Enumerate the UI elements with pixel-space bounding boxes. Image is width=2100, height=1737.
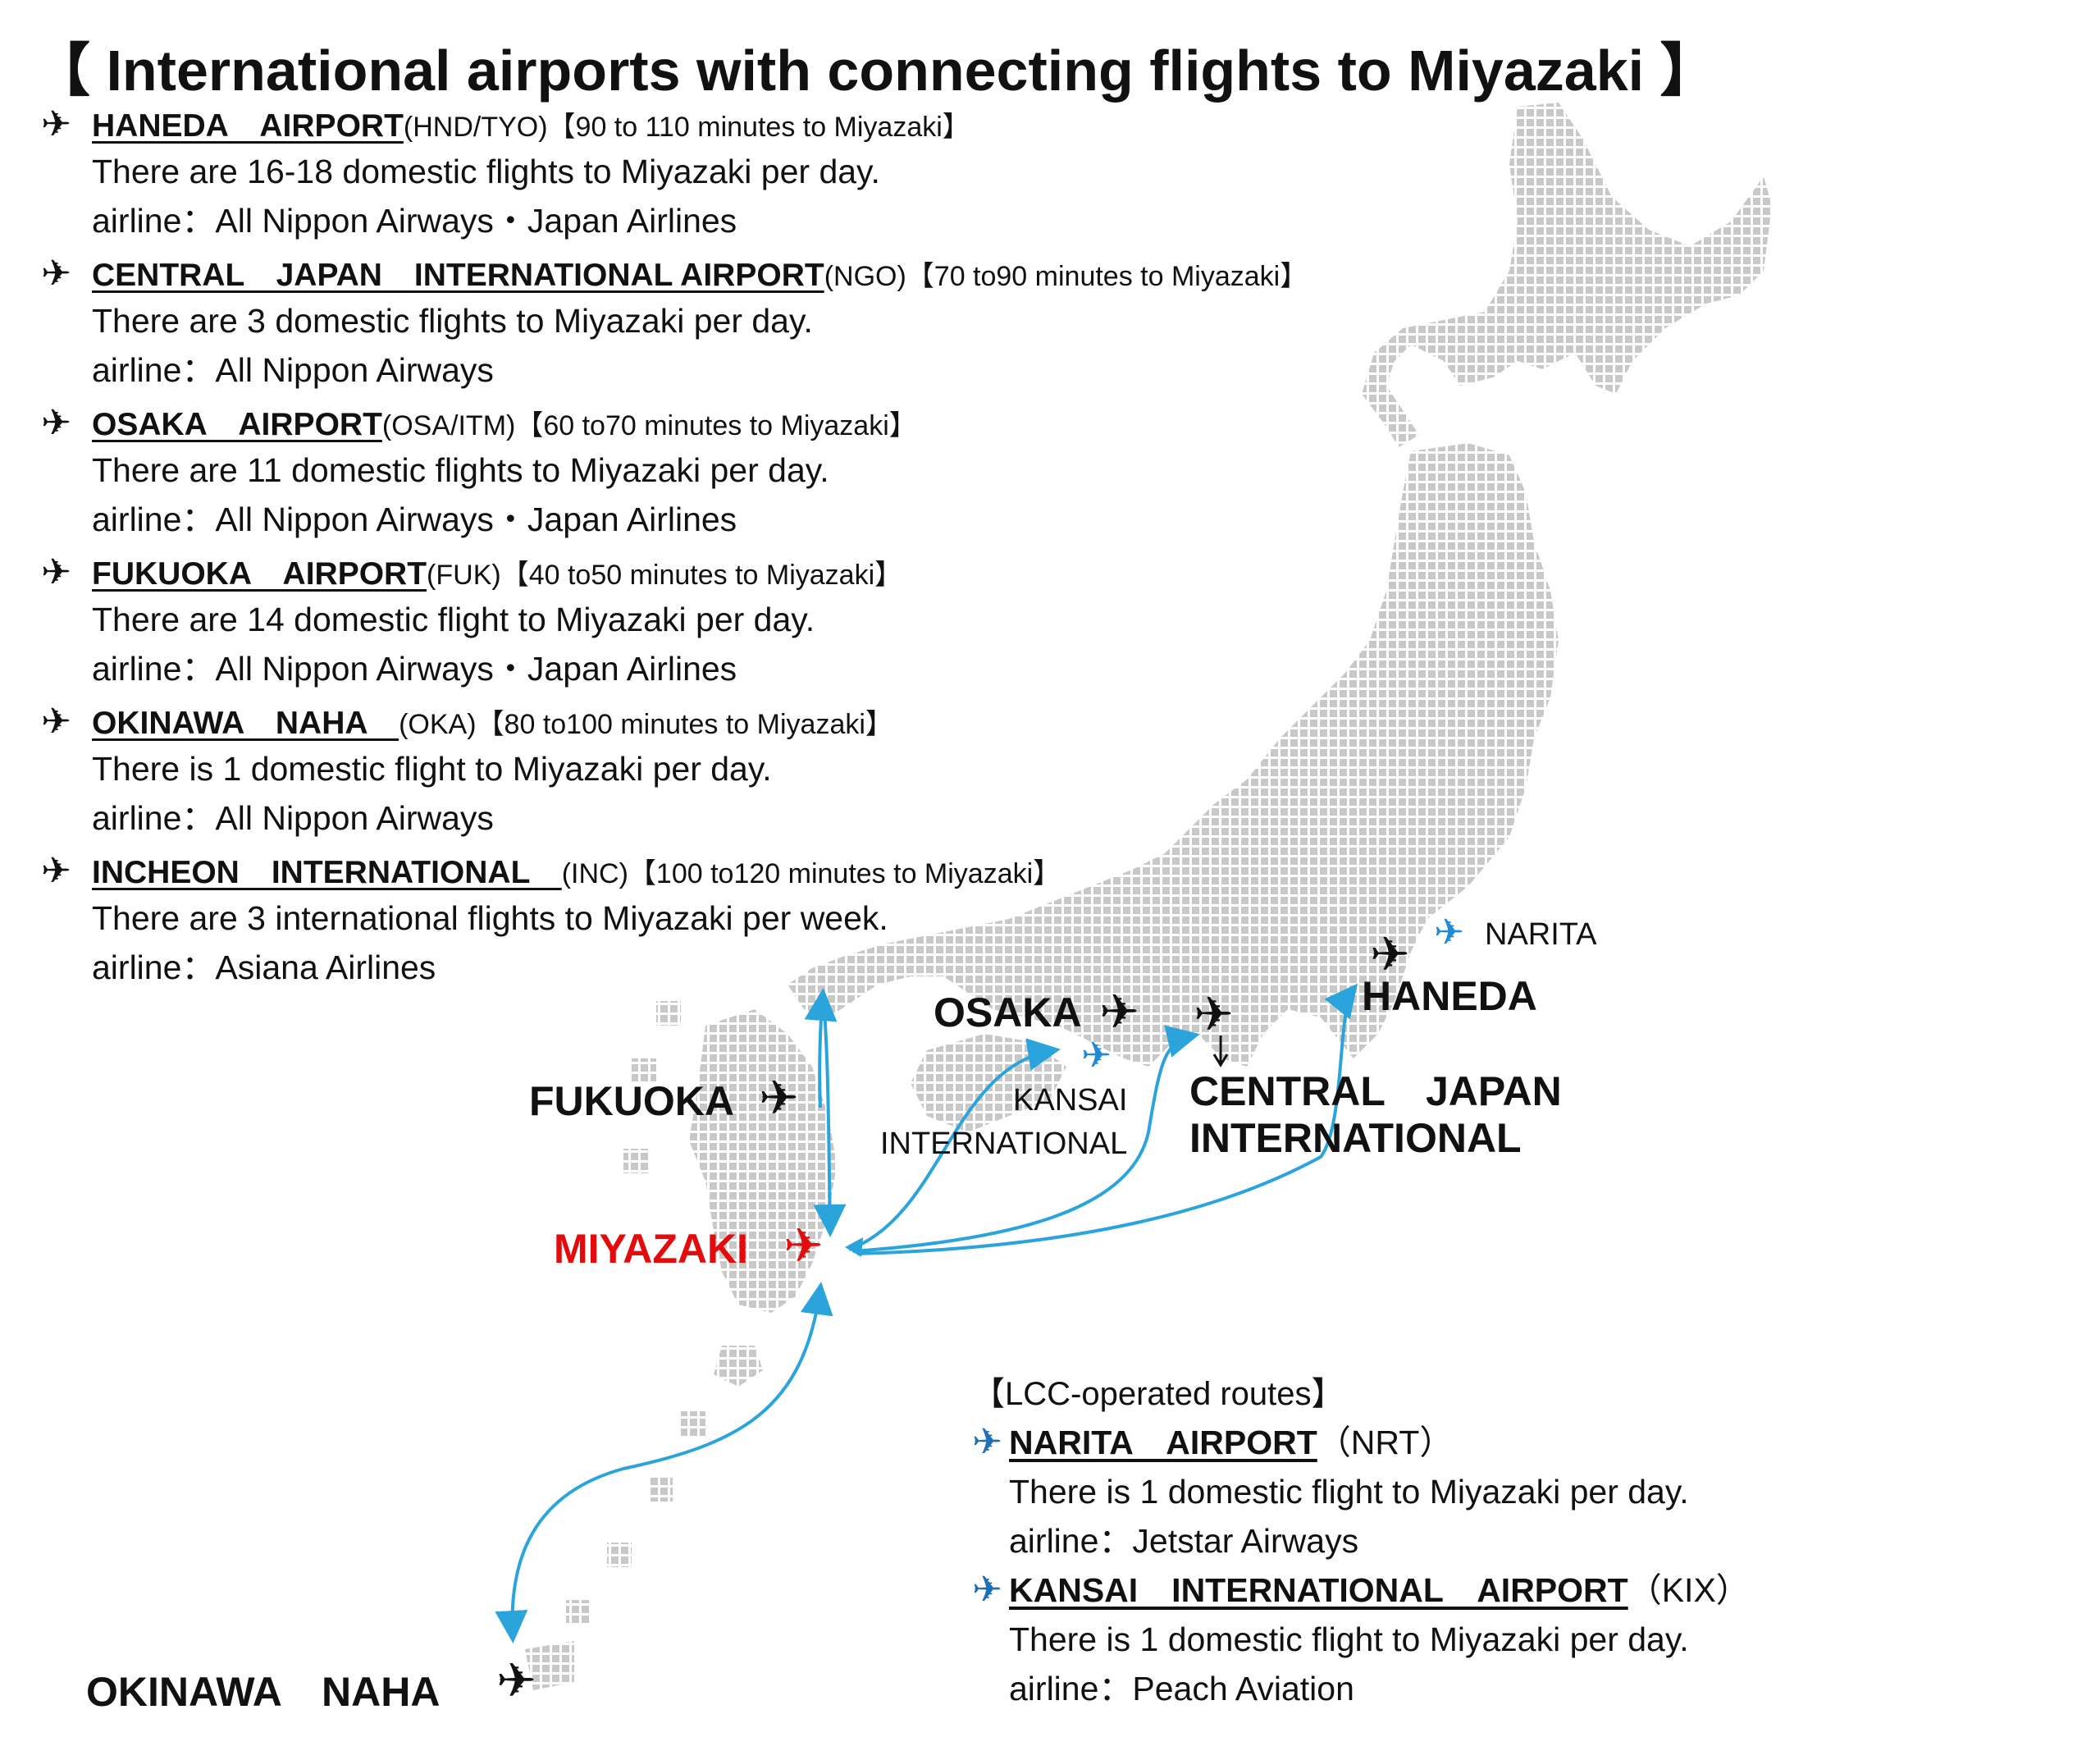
airport-code: (NGO)	[824, 261, 906, 292]
airline-info: airline：All Nippon Airways	[92, 351, 494, 389]
honshu-landmass	[788, 443, 1559, 1067]
flight-count: There are 3 domestic flights to Miyazaki…	[92, 302, 813, 340]
airport-entry-okinawa: ✈ OKINAWA NAHA (OKA)【80 to100 minutes to …	[41, 702, 1436, 843]
airplane-icon: ✈	[41, 254, 71, 294]
airport-name: NARITA AIRPORT	[1009, 1424, 1317, 1461]
flight-count: There are 3 international flights to Miy…	[92, 899, 888, 937]
fukuoka-plane-icon: ✈	[759, 1072, 799, 1125]
narita-plane-icon: ✈	[1434, 912, 1464, 953]
map-label-miyazaki: MIYAZAKI	[554, 1226, 749, 1272]
airport-name: HANEDA AIRPORT	[92, 108, 404, 144]
flight-count: There are 11 domestic flights to Miyazak…	[92, 451, 829, 489]
airport-name: OSAKA AIRPORT	[92, 407, 382, 442]
map-label-fukuoka: FUKUOKA	[529, 1078, 734, 1124]
flight-duration: 【60 to70 minutes to Miyazaki】	[515, 410, 917, 441]
route-miyazaki-kansai	[848, 1038, 1061, 1251]
map-label-central-japan-international: INTERNATIONAL	[1189, 1115, 1522, 1161]
okinawa-plane-icon: ✈	[496, 1654, 536, 1707]
route-miyazaki-central	[852, 1025, 1200, 1253]
airplane-icon: ✈	[41, 403, 71, 443]
arrow-into-miyazaki	[845, 1237, 863, 1257]
airline-info: airline：All Nippon Airways・Japan Airline…	[92, 202, 737, 240]
central-japan-down-arrow	[1212, 1035, 1229, 1067]
airport-code: (FUK)	[427, 560, 501, 591]
route-miyazaki-okinawa	[495, 1282, 833, 1643]
flight-count: There is 1 domestic flight to Miyazaki p…	[1009, 1473, 1689, 1511]
page-title: 【 International airports with connecting…	[33, 39, 1718, 103]
airplane-icon: ✈	[41, 851, 71, 891]
lcc-entry-kansai: ✈KANSAI INTERNATIONAL AIRPORT（KIX） There…	[972, 1566, 2038, 1713]
hokkaido-landmass	[1362, 103, 1772, 447]
airline-info: airline：All Nippon Airways	[92, 799, 494, 837]
flight-count: There are 14 domestic flight to Miyazaki…	[92, 601, 815, 638]
miyazaki-plane-icon: ✈	[783, 1219, 824, 1273]
flight-count: There is 1 domestic flight to Miyazaki p…	[92, 750, 772, 788]
airplane-icon: ✈	[41, 702, 71, 742]
map-label-kansai: KANSAI	[1013, 1083, 1128, 1118]
airplane-icon: ✈	[41, 104, 71, 144]
flight-duration: 【100 to120 minutes to Miyazaki】	[628, 858, 1061, 889]
osaka-plane-icon: ✈	[1099, 985, 1139, 1039]
airport-code: (HND/TYO)	[403, 112, 548, 143]
airline-info: airline：Peach Aviation	[1009, 1670, 1354, 1707]
map-label-narita: NARITA	[1485, 917, 1597, 952]
map-label-okinawa: OKINAWA NAHA	[86, 1669, 441, 1715]
lcc-routes-section: 【LCC-operated routes】 ✈NARITA AIRPORT（NR…	[972, 1370, 2038, 1713]
airline-info: airline：All Nippon Airways・Japan Airline…	[92, 501, 737, 538]
western-islands	[623, 1001, 681, 1173]
lcc-title: 【LCC-operated routes】	[972, 1376, 1344, 1412]
airplane-icon: ✈	[972, 1570, 1002, 1610]
flight-count: There are 16-18 domestic flights to Miya…	[92, 153, 880, 190]
haneda-plane-icon: ✈	[1370, 928, 1410, 981]
flight-count: There is 1 domestic flight to Miyazaki p…	[1009, 1620, 1689, 1658]
airplane-icon: ✈	[41, 552, 71, 592]
airport-entry-osaka: ✈ OSAKA AIRPORT(OSA/ITM)【60 to70 minutes …	[41, 404, 1436, 544]
airport-code: (INC)	[561, 858, 628, 889]
flight-duration: 【70 to90 minutes to Miyazaki】	[906, 261, 1308, 292]
map-label-central-japan: CENTRAL JAPAN	[1189, 1068, 1562, 1114]
airport-code: (OSA/ITM)	[381, 410, 516, 441]
airport-entry-fukuoka: ✈ FUKUOKA AIRPORT(FUK)【40 to50 minutes to…	[41, 553, 1436, 693]
lcc-entry-narita: ✈NARITA AIRPORT（NRT） There is 1 domestic…	[972, 1418, 2038, 1566]
airport-entry-incheon: ✈ INCHEON INTERNATIONAL (INC)【100 to120 m…	[41, 852, 1436, 992]
kansai-plane-icon: ✈	[1081, 1035, 1112, 1076]
southern-islands	[525, 1346, 763, 1690]
map-label-haneda: HANEDA	[1362, 973, 1537, 1019]
airline-info: airline：All Nippon Airways・Japan Airline…	[92, 650, 737, 688]
airport-name: CENTRAL JAPAN INTERNATIONAL AIRPORT	[92, 258, 824, 293]
kyushu-landmass	[689, 1009, 837, 1313]
airport-name: FUKUOKA AIRPORT	[92, 556, 427, 592]
airport-code: （KIX）	[1628, 1571, 1750, 1609]
flight-duration: 【40 to50 minutes to Miyazaki】	[500, 560, 903, 591]
airport-name: OKINAWA NAHA	[92, 706, 399, 741]
airport-name: INCHEON INTERNATIONAL	[92, 855, 562, 890]
map-label-kansai-international: INTERNATIONAL	[880, 1127, 1128, 1161]
airport-name: KANSAI INTERNATIONAL AIRPORT	[1009, 1571, 1628, 1609]
central-japan-plane-icon: ✈	[1194, 988, 1234, 1041]
airport-code: (OKA)	[399, 709, 477, 740]
airport-entry-haneda: ✈ HANEDA AIRPORT(HND/TYO)【90 to 110 minut…	[41, 105, 1436, 245]
airline-info: airline：Jetstar Airways	[1009, 1522, 1359, 1560]
airport-entry-central-japan: ✈ CENTRAL JAPAN INTERNATIONAL AIRPORT(NGO…	[41, 254, 1436, 395]
flight-duration: 【90 to 110 minutes to Miyazaki】	[547, 112, 970, 143]
airline-info: airline：Asiana Airlines	[92, 948, 436, 986]
flight-duration: 【80 to100 minutes to Miyazaki】	[476, 709, 893, 740]
airport-code: （NRT）	[1317, 1424, 1454, 1461]
route-fukuoka-up	[804, 988, 838, 1108]
route-miyazaki-haneda	[856, 983, 1358, 1255]
airplane-icon: ✈	[972, 1422, 1002, 1462]
map-label-osaka: OSAKA	[934, 990, 1082, 1035]
